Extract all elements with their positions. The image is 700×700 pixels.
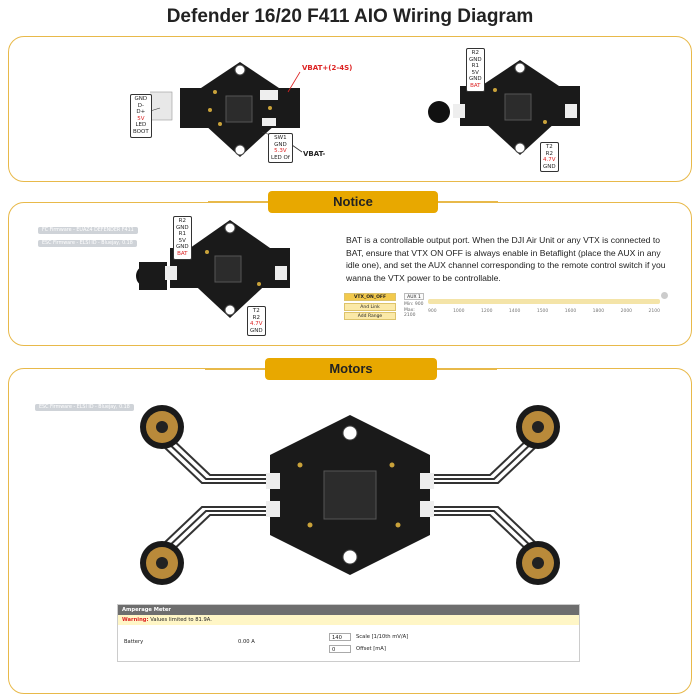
amperage-meter-panel: Amperage Meter Warning: Values limited t… (117, 604, 580, 662)
battery-label: Battery (124, 639, 144, 645)
notice-pin-label-bottom: T2 R2 4.7V GND (247, 306, 266, 337)
tick: 1800 (592, 309, 605, 314)
offset-input[interactable]: 0 (329, 645, 351, 653)
pin-led: LED (135, 122, 147, 129)
pin-gnd-2: GND (469, 76, 482, 83)
pin-gnd: GND (250, 327, 263, 334)
scale-input[interactable]: 140 (329, 633, 351, 641)
tick: 900 (428, 309, 437, 314)
pin-gnd: GND (176, 224, 189, 231)
pin-sw1: SW1 (274, 135, 287, 141)
mode-row-add-link[interactable]: And Link (344, 303, 396, 311)
pin-r2: R2 (545, 150, 553, 157)
notice-header: Notice (208, 191, 498, 213)
tick: 1000 (453, 309, 465, 314)
range-slider[interactable] (428, 299, 660, 304)
range-min: Min: 900 (404, 302, 424, 307)
pin-d-plus: D+ (136, 109, 146, 116)
pin-bat: BAT (470, 82, 481, 89)
pin-5v: 5V (178, 237, 186, 244)
uart-pin-label-bottom: T2 R2 4.7V GND (540, 142, 559, 173)
notice-text: BAT is a controllable output port. When … (346, 235, 666, 283)
uart-pin-label-top: R2 GND R1 5V GND BAT (466, 48, 485, 92)
range-ticks: 900 1000 1200 1400 1500 1600 1800 2000 2… (428, 309, 660, 314)
notice-panel (8, 202, 692, 346)
amperage-row: Battery 0.00 A 140 Scale [1/10th mV/A] 0… (118, 627, 579, 663)
pin-gnd: GND (543, 163, 556, 170)
led-pin-label: SW1 GND 5.3V LED Of (268, 133, 293, 164)
esc-firmware-chip-motors: ESC Firmware - ELSI ID - Bluejay, 0.18 (35, 404, 134, 411)
warning-label: Warning: (122, 617, 149, 623)
pin-r1: R1 (471, 63, 479, 70)
tick: 1500 (536, 309, 549, 314)
pin-5v: 5V (137, 115, 145, 122)
pin-gnd-2: GND (176, 244, 189, 251)
usb-pin-label: GND D- D+ 5V LED BOOT (130, 94, 152, 138)
offset-label: Offset [mA] (356, 646, 386, 652)
tick: 1600 (564, 309, 577, 314)
pin-gnd: GND (469, 56, 482, 63)
warning-text: Values limited to 81.9A. (150, 617, 212, 623)
pin-boot: BOOT (133, 128, 149, 135)
scale-label: Scale [1/10th mV/A] (356, 634, 409, 640)
pin-t2: T2 (252, 308, 260, 314)
page-title: Defender 16/20 F411 AIO Wiring Diagram (166, 6, 534, 27)
pin-5v3: 5.3V (274, 148, 287, 155)
pin-4v7: 4.7V (543, 157, 556, 164)
fc-board-notice (136, 220, 290, 318)
motor-front-right (516, 405, 560, 449)
tick: 1400 (508, 309, 521, 314)
aux-channel-select[interactable]: AUX 1 (404, 293, 424, 300)
pin-r2: R2 (471, 50, 479, 56)
pin-t2: T2 (545, 144, 553, 150)
pin-bat: BAT (177, 250, 188, 257)
battery-current: 0.00 A (238, 639, 255, 645)
pin-gnd: GND (134, 96, 148, 102)
pin-d-minus: D- (137, 102, 144, 109)
pin-led-of: LED Of (271, 154, 290, 161)
pin-4v7: 4.7V (250, 321, 263, 328)
motors-header: Motors (205, 358, 497, 380)
tick: 1200 (480, 309, 493, 314)
motor-rear-left (140, 541, 184, 585)
fc-board-top-right (428, 60, 580, 155)
motor-wiring-diagram (140, 405, 560, 585)
modes-config-snippet: VTX_ON_OFF And Link Add Range AUX 1 Min:… (344, 292, 674, 323)
motor-rear-right (516, 541, 560, 585)
mode-row-vtx-on-off: VTX_ON_OFF (344, 293, 396, 301)
notice-pin-label-top: R2 GND R1 5V GND BAT (173, 216, 192, 260)
motor-front-left (140, 405, 184, 449)
pin-r1: R1 (178, 231, 186, 238)
amperage-warning: Warning: Values limited to 81.9A. (118, 615, 579, 625)
pin-gnd: GND (274, 141, 287, 148)
close-icon[interactable] (661, 292, 668, 299)
range-min-max: Min: 900 Max: 2100 (404, 302, 426, 319)
fc-firmware-chip: FC Firmware - EUAZ4 DEFENDER F411 (38, 227, 138, 234)
fc-board-top-left (150, 62, 300, 157)
mode-row-add-range[interactable]: Add Range (344, 312, 396, 320)
tick: 2100 (648, 309, 660, 314)
pin-5v: 5V (471, 69, 479, 76)
amperage-header: Amperage Meter (118, 605, 579, 615)
esc-firmware-chip: ESC Firmware - ELSI ID - Bluejay, 0.18 (38, 240, 137, 247)
pin-r2: R2 (178, 218, 186, 224)
range-max: Max: 2100 (404, 307, 416, 319)
pin-r2: R2 (252, 314, 260, 321)
tick: 2000 (620, 309, 633, 314)
vbat-minus-label: VBAT- (303, 150, 326, 158)
vbat-plus-label: VBAT+(2-4S) (302, 64, 353, 72)
